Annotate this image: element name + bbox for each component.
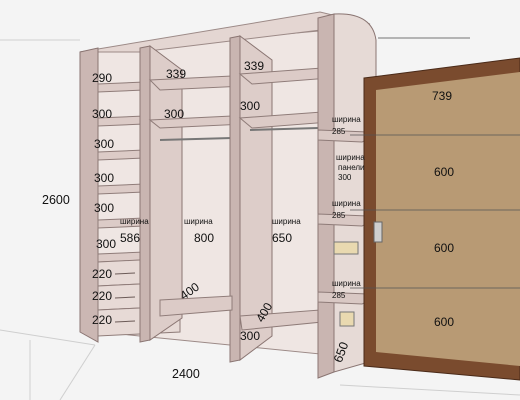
side-shelf-caption: ширина <box>332 199 361 208</box>
partition-1 <box>139 45 151 343</box>
right-side-panel <box>317 13 335 379</box>
right-top-label: 339 <box>244 59 265 73</box>
drawer-label: 220 <box>92 289 113 303</box>
door-segment-label: 600 <box>434 315 455 329</box>
right-width-label: 650 <box>272 231 293 245</box>
right-width-caption: ширина <box>272 217 301 226</box>
side-shelf-1-label: 285 <box>332 127 346 136</box>
dimension-lines <box>350 37 520 289</box>
left-shelf-label: 300 <box>96 237 117 251</box>
right-shelves <box>238 67 331 129</box>
side-panel-caption-1: ширина <box>336 153 365 162</box>
top-panel <box>79 11 371 53</box>
middle-width-label: 800 <box>194 231 215 245</box>
side-panel-caption-2: панели <box>338 163 365 172</box>
left-shelf-label: 300 <box>94 137 115 151</box>
door-segment-label: 600 <box>434 165 455 179</box>
door-segment-label: 600 <box>434 241 455 255</box>
side-shelf-caption: ширина <box>332 115 361 124</box>
left-width-caption: ширина <box>120 217 149 226</box>
middle-shelf-label: 300 <box>164 107 185 121</box>
left-shelf-label: 300 <box>94 171 115 185</box>
light-switch-panel <box>333 241 359 255</box>
floor-right-width-label: 300 <box>240 329 261 343</box>
door-top-label: 739 <box>432 89 453 103</box>
drawer-label: 220 <box>92 313 113 327</box>
left-top-shelf-label: 290 <box>92 71 113 85</box>
door <box>363 57 520 381</box>
side-shelf-caption: ширина <box>332 279 361 288</box>
middle-top-label: 339 <box>166 67 187 81</box>
drawer-label: 220 <box>92 267 113 281</box>
socket-panel <box>339 311 355 327</box>
right-shelf-label: 300 <box>240 99 261 113</box>
middle-rail <box>159 137 233 141</box>
side-panel-width-label: 300 <box>338 173 352 182</box>
partition-2 <box>229 35 241 363</box>
side-shelf-2-label: 285 <box>332 211 346 220</box>
total-width-label: 2400 <box>172 367 200 381</box>
left-side-panel <box>79 47 99 343</box>
side-shelf-3-label: 285 <box>332 291 346 300</box>
total-height-label: 2600 <box>42 193 70 207</box>
left-shelves <box>97 81 145 263</box>
right-rail <box>249 127 319 131</box>
left-shelf-label: 300 <box>94 201 115 215</box>
left-width-label: 586 <box>120 231 141 245</box>
left-shelf-label: 300 <box>92 107 113 121</box>
floor-shelves <box>159 295 323 331</box>
middle-width-caption: ширина <box>184 217 213 226</box>
